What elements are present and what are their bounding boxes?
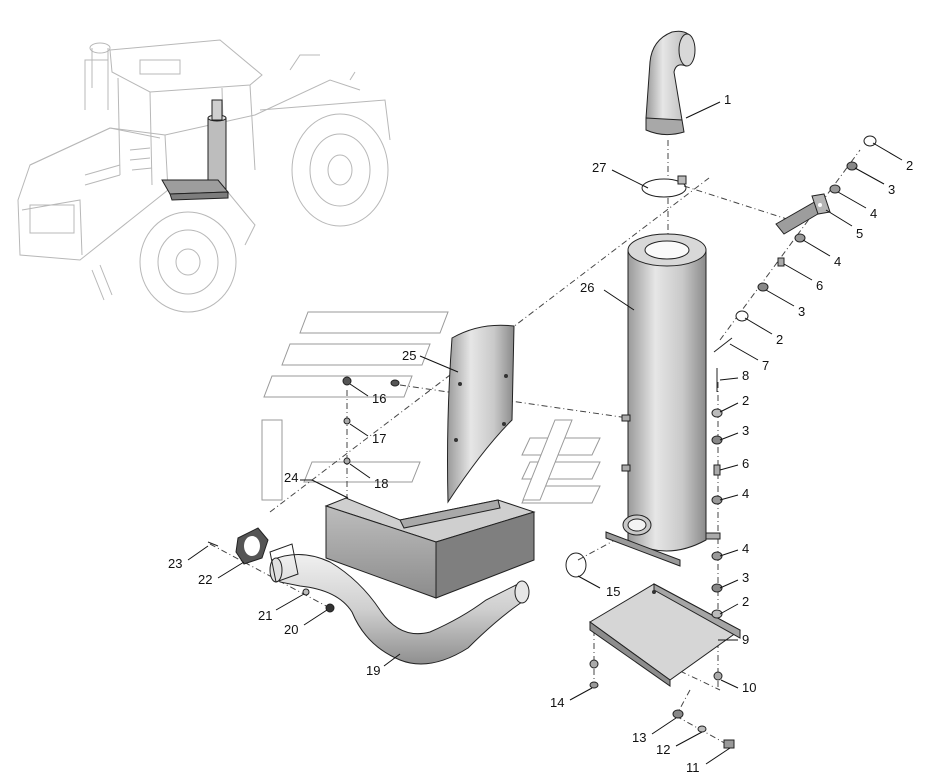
callout-2: 2 [742, 393, 749, 408]
callout-25: 25 [402, 348, 416, 363]
callout-3: 3 [742, 423, 749, 438]
callout-15: 15 [606, 584, 620, 599]
callout-7: 7 [762, 358, 769, 373]
bent-exhaust-pipe [269, 543, 530, 665]
callout-9: 9 [742, 632, 749, 647]
callout-26: 26 [580, 280, 594, 295]
callout-11: 11 [686, 760, 700, 775]
callout-4: 4 [742, 486, 749, 501]
mounting-bracket [589, 583, 741, 687]
callout-2: 2 [742, 594, 749, 609]
callout-16: 16 [372, 391, 386, 406]
heat-shield [447, 324, 515, 504]
callout-20: 20 [284, 622, 298, 637]
muffler [605, 233, 721, 567]
callout-23: 23 [168, 556, 182, 571]
flange-gasket [235, 527, 269, 565]
callout-3: 3 [798, 304, 805, 319]
callout-labels: 1 2 3 4 5 4 6 3 2 7 8 2 3 6 4 4 3 2 9 10… [168, 92, 913, 775]
pipe-clamp [641, 175, 687, 198]
silencer-housing [324, 497, 536, 599]
watermark [261, 311, 601, 504]
callout-3: 3 [742, 570, 749, 585]
callout-12: 12 [656, 742, 670, 757]
callout-17: 17 [372, 431, 386, 446]
callout-6: 6 [742, 456, 749, 471]
callout-1: 1 [724, 92, 731, 107]
callout-4: 4 [870, 206, 877, 221]
hose-clamp [565, 552, 587, 578]
leader-lines [187, 101, 903, 765]
callout-14: 14 [550, 695, 564, 710]
callout-22: 22 [198, 572, 212, 587]
callout-10: 10 [742, 680, 756, 695]
callout-27: 27 [592, 160, 606, 175]
callout-24: 24 [284, 470, 298, 485]
callout-13: 13 [632, 730, 646, 745]
callout-4: 4 [742, 541, 749, 556]
tractor-context-sketch [17, 39, 391, 313]
callout-21: 21 [258, 608, 272, 623]
callout-4: 4 [834, 254, 841, 269]
callout-6: 6 [816, 278, 823, 293]
callout-3: 3 [888, 182, 895, 197]
callout-2: 2 [906, 158, 913, 173]
fasteners [207, 135, 877, 749]
exhaust-elbow-pipe [645, 30, 696, 136]
callout-2: 2 [776, 332, 783, 347]
callout-8: 8 [742, 368, 749, 383]
callout-19: 19 [366, 663, 380, 678]
callout-5: 5 [856, 226, 863, 241]
callout-18: 18 [374, 476, 388, 491]
